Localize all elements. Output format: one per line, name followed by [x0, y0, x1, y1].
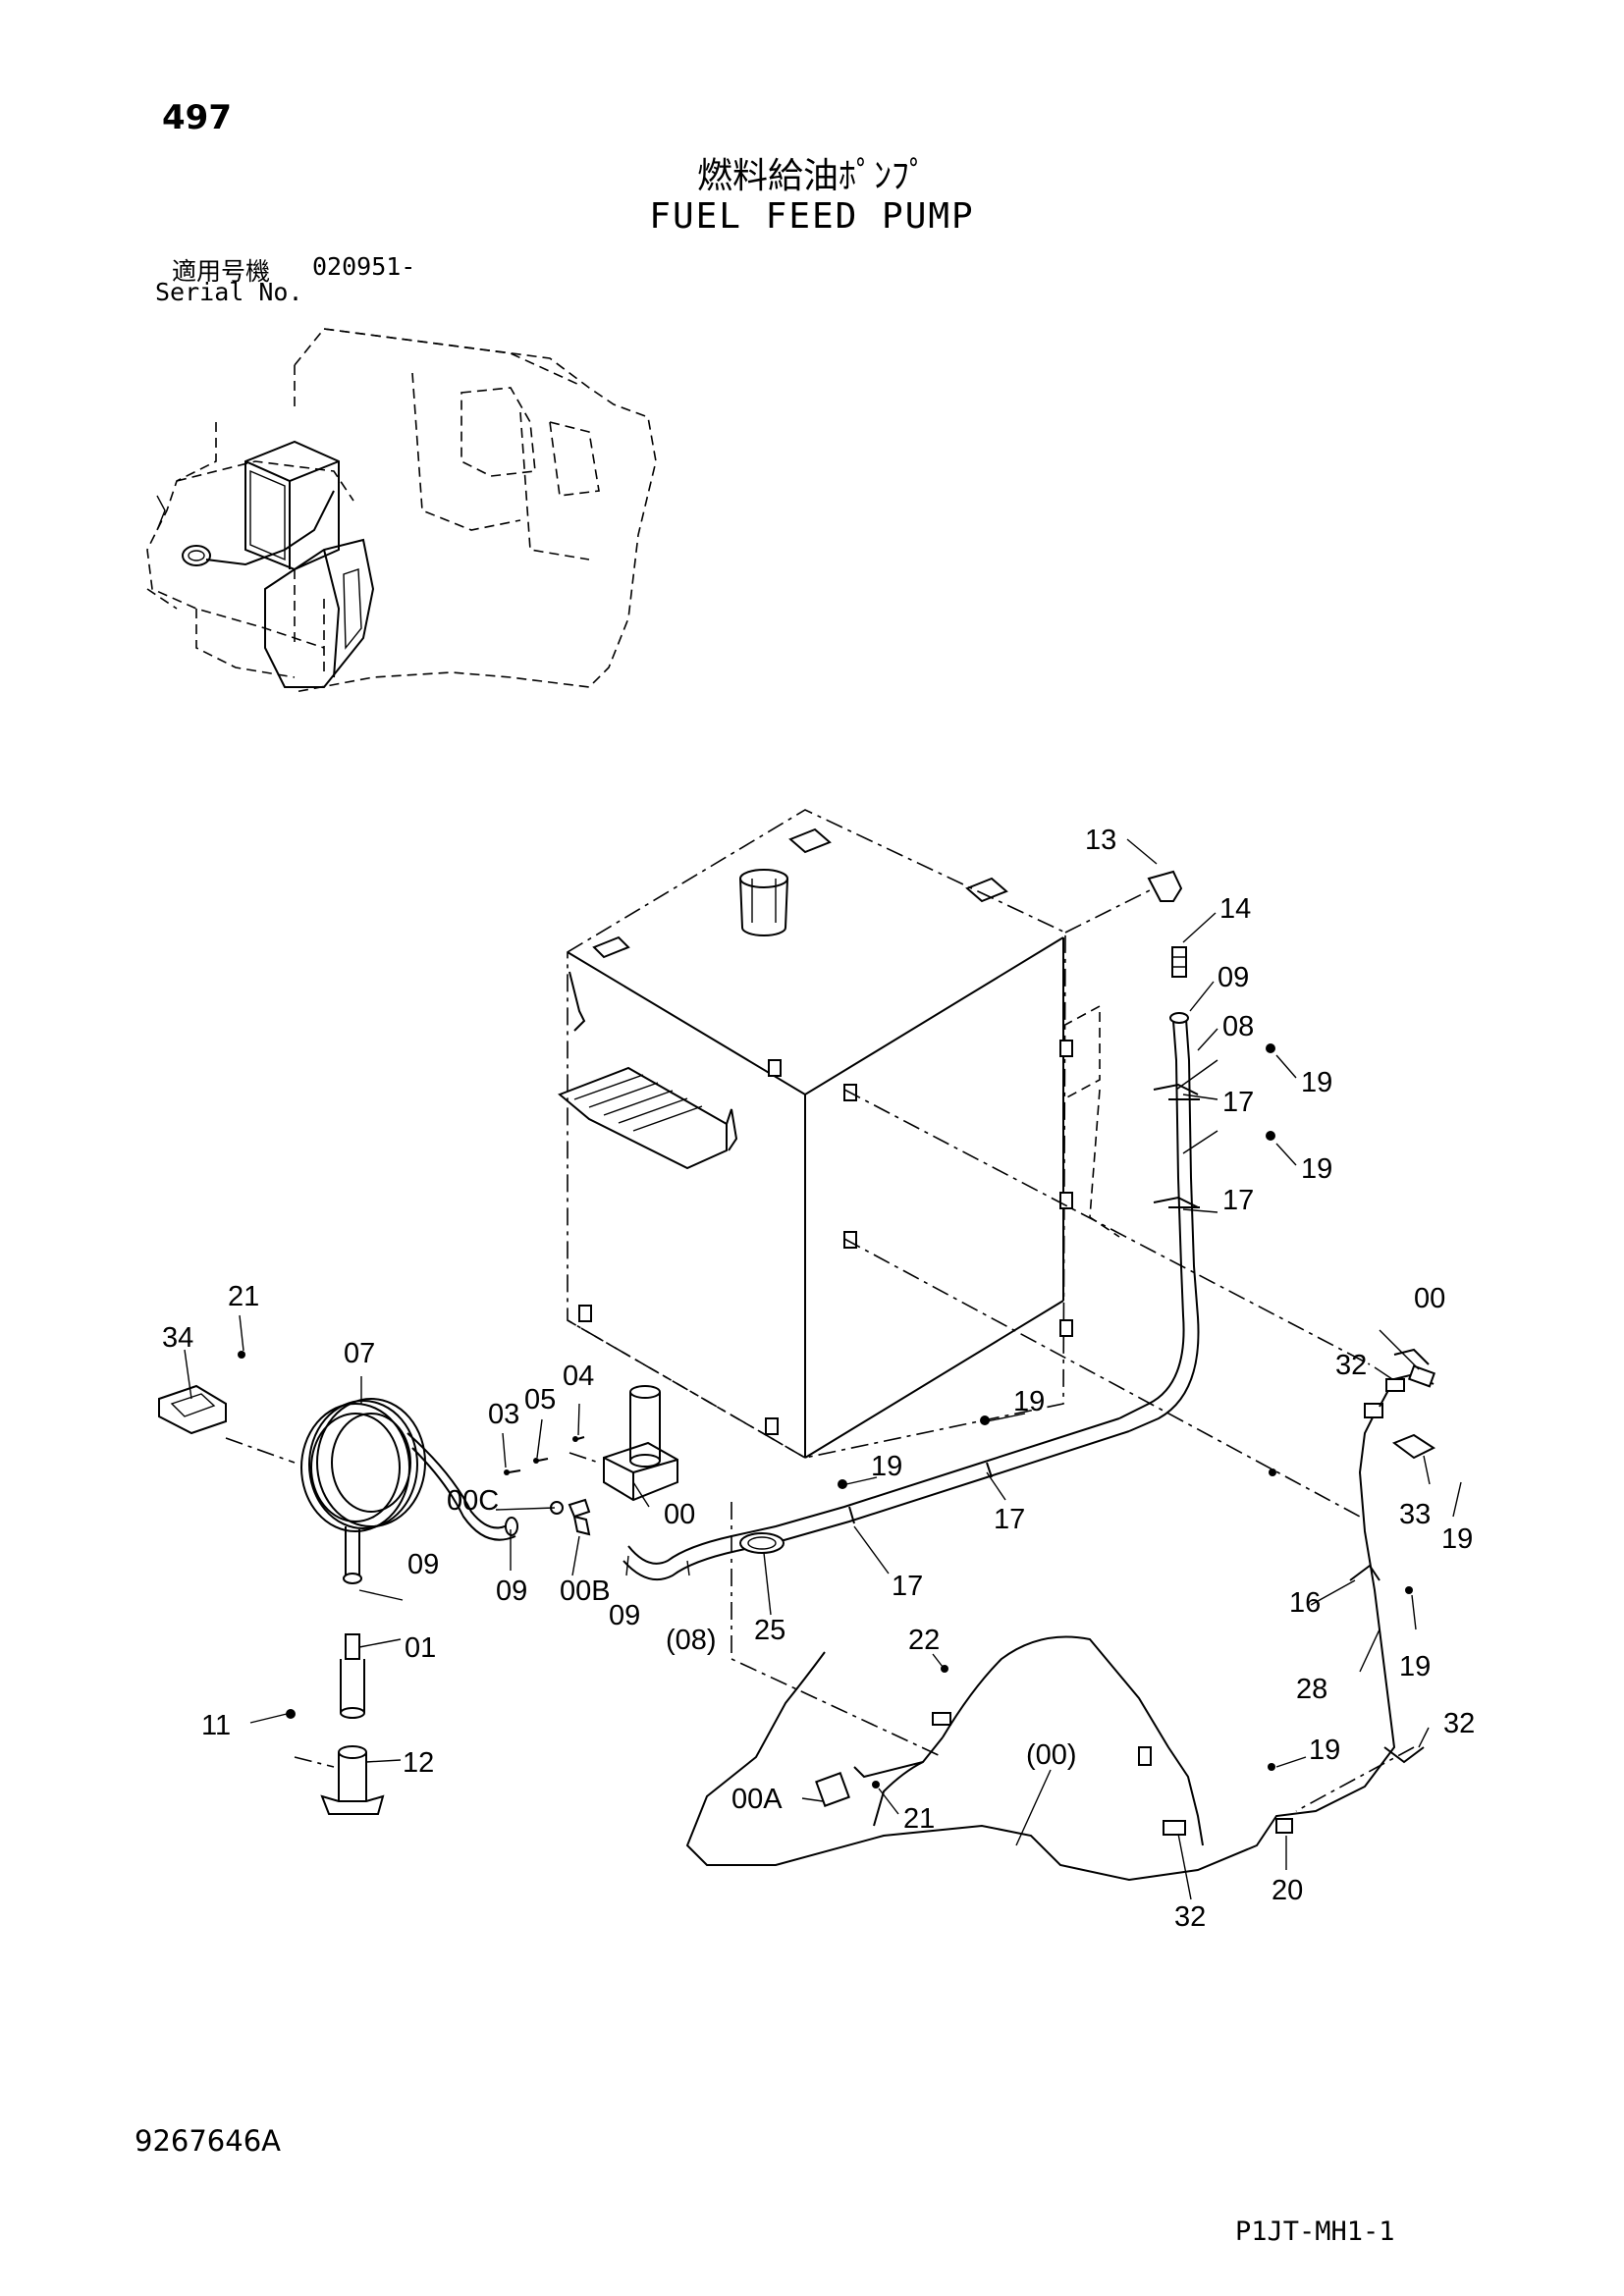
callout-17: 17	[1222, 1087, 1254, 1118]
callout-19: 19	[1309, 1735, 1340, 1766]
callout-21: 21	[903, 1803, 935, 1835]
serial-label-english: Serial No.	[155, 278, 303, 306]
callout-09: 09	[407, 1549, 439, 1580]
callout-04: 04	[563, 1361, 594, 1392]
serial-number-value: 020951-	[312, 252, 416, 281]
serial-label-japanese: 適用号機	[172, 257, 271, 286]
callout-09: 09	[1218, 962, 1249, 993]
callout-19: 19	[1399, 1651, 1431, 1682]
callout-13: 13	[1085, 825, 1116, 856]
callout-28: 28	[1296, 1674, 1327, 1705]
callout-12: 12	[403, 1747, 434, 1779]
callout-08: 08	[1222, 1011, 1254, 1042]
callout-00C: 00C	[447, 1485, 499, 1517]
callout-32: 32	[1335, 1350, 1367, 1381]
callout-19: 19	[1301, 1067, 1332, 1098]
callout-07: 07	[344, 1338, 375, 1369]
callout-34: 34	[162, 1322, 193, 1354]
sheet-code: P1JT-MH1-1	[1235, 2216, 1395, 2247]
callout-17: 17	[1222, 1185, 1254, 1216]
callout-19: 19	[1441, 1523, 1473, 1555]
callout-09: 09	[496, 1575, 527, 1607]
callout-11: 11	[201, 1710, 231, 1741]
wiring-harness	[685, 1348, 1436, 1882]
callout-05: 05	[524, 1384, 556, 1415]
callout-19: 19	[1301, 1153, 1332, 1185]
callout-17: 17	[994, 1504, 1025, 1535]
callout-19: 19	[1013, 1386, 1045, 1417]
title-japanese: 燃料給油ﾎﾟﾝﾌﾟ	[696, 156, 927, 196]
callout-03: 03	[488, 1399, 519, 1430]
callout-32: 32	[1443, 1708, 1475, 1739]
fuel-tank	[558, 809, 1120, 1459]
callout-20: 20	[1272, 1875, 1303, 1906]
fuel-hose	[623, 870, 1275, 1580]
callout-25: 25	[754, 1615, 785, 1646]
callout-19: 19	[871, 1451, 902, 1482]
assembly-lines	[225, 887, 1415, 1812]
document-number: 9267646A	[135, 2124, 281, 2158]
callout-33: 33	[1399, 1499, 1431, 1530]
callout-labels: 13 14 09 08 19 17 19 17 00 32 21 34 07 0…	[162, 825, 1475, 1933]
callout-09: 09	[609, 1600, 640, 1631]
suction-pipe	[158, 1351, 385, 1815]
fuel-pump	[504, 1385, 678, 1536]
page-number: 497	[162, 98, 232, 137]
callout-22: 22	[908, 1625, 940, 1656]
callout-21: 21	[228, 1281, 259, 1312]
callout-08-parenthesized: (08)	[666, 1625, 717, 1656]
callout-01: 01	[405, 1632, 436, 1664]
callout-17: 17	[892, 1571, 923, 1602]
title-english: FUEL FEED PUMP	[649, 196, 975, 237]
callout-00B: 00B	[560, 1575, 611, 1607]
machine-keymap	[146, 328, 657, 693]
leader-lines	[184, 838, 1462, 1900]
callout-00A: 00A	[731, 1784, 783, 1815]
callout-16: 16	[1289, 1587, 1321, 1619]
callout-00: 00	[1414, 1283, 1445, 1314]
coil-hose	[300, 1398, 518, 1584]
callout-00: 00	[664, 1499, 695, 1530]
callout-32: 32	[1174, 1901, 1206, 1933]
callout-14: 14	[1219, 893, 1251, 925]
callout-00-parenthesized: (00)	[1026, 1739, 1077, 1771]
